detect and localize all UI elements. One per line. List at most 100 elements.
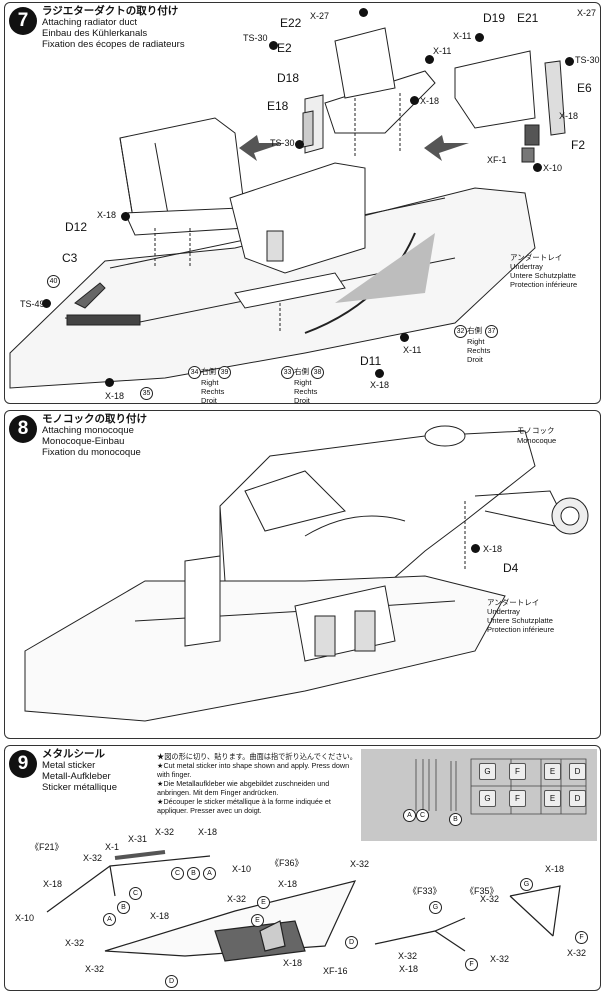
- right-jp-label: 右側: [467, 326, 482, 335]
- screw-ts30-label: TS-30: [243, 33, 268, 43]
- screw-x18-label: X-18: [370, 380, 390, 390]
- sticker-a-marker: A: [203, 867, 216, 880]
- screw-icon: [359, 8, 368, 17]
- sticker-33-label: 33: [281, 366, 294, 379]
- screw-x1-label: X-1: [105, 842, 120, 852]
- note-de: ★Die Metallaufkleber wie abgebildet zusc…: [157, 779, 330, 797]
- screw-x32-label: X-32: [65, 938, 85, 948]
- screw-icon: [565, 57, 574, 66]
- title-de: Metall-Aufkleber: [42, 771, 111, 782]
- screw-x32-label: X-32: [155, 827, 175, 837]
- screw-icon: [375, 369, 384, 378]
- radiator-duct-drawing: [9, 27, 566, 389]
- sticker-g-marker: G: [520, 878, 533, 891]
- right-jp-label: 右側: [294, 367, 309, 376]
- part-e6-label: E6: [577, 81, 592, 95]
- screw-x32-label: X-32: [480, 894, 500, 904]
- title-fr: Fixation des écopes de radiateurs: [42, 39, 185, 50]
- screw-xf1-label: XF-1: [487, 155, 507, 165]
- screw-x18-label: X-18: [399, 964, 419, 974]
- screw-icon: [533, 163, 542, 172]
- sticker-c-marker: C: [129, 887, 142, 900]
- screw-x18-label: X-18: [483, 544, 503, 554]
- screw-x18-label: X-18: [97, 210, 117, 220]
- screw-x18-label: X-18: [198, 827, 218, 837]
- sticker-d-marker: D: [165, 975, 178, 988]
- screw-x32-label: X-32: [567, 948, 587, 958]
- sticker-c-marker: C: [171, 867, 184, 880]
- step-9-panel: 9 メタルシール Metal sticker Metall-Aufkleber …: [4, 745, 601, 991]
- part-f21-label: 《F21》: [30, 842, 64, 852]
- undertray-jp-label: アンダートレイ: [510, 253, 563, 262]
- right-de-label: Rechts: [467, 346, 491, 355]
- sticker-b: B: [449, 813, 462, 826]
- right-de-label: Rechts: [294, 387, 318, 396]
- sticker-g: G: [479, 763, 496, 780]
- screw-x11-label: X-11: [433, 46, 452, 56]
- sticker-37-label: 37: [485, 325, 498, 338]
- title-jp: ラジエターダクトの取り付け: [42, 5, 179, 17]
- screw-icon: [295, 140, 304, 149]
- title-en: Attaching radiator duct: [42, 17, 138, 28]
- screw-x32-label: X-32: [227, 894, 247, 904]
- metal-sticker-sheet: G F E D G F E D A C B: [361, 749, 597, 841]
- monocoque-en-label: Monocoque: [517, 436, 557, 445]
- sticker-a: A: [403, 809, 416, 822]
- screw-icon: [121, 212, 130, 221]
- part-e18-label: E18: [267, 99, 289, 113]
- note-fr: ★Découper le sticker métallique à la for…: [157, 797, 331, 815]
- part-f36-label: 《F36》: [270, 858, 304, 868]
- sticker-e-marker: E: [251, 914, 264, 927]
- screw-icon: [475, 33, 484, 42]
- sticker-f: F: [509, 790, 526, 807]
- screw-icon: [269, 41, 278, 50]
- screw-icon: [400, 333, 409, 342]
- screw-x18-label: X-18: [150, 911, 170, 921]
- title-fr: Fixation du monocoque: [42, 447, 141, 458]
- title-en: Metal sticker: [42, 760, 96, 771]
- part-f2-label: F2: [571, 138, 586, 152]
- sticker-c: C: [416, 809, 429, 822]
- sticker-g: G: [479, 790, 496, 807]
- sticker-instructions: ★図の形に切り、貼ります。曲面は指で折り込んでください。 ★Cut metal …: [157, 752, 362, 815]
- right-fr-label: Droit: [467, 355, 483, 364]
- sticker-35-label: 35: [140, 387, 153, 400]
- title-en: Attaching monocoque: [42, 425, 134, 436]
- step-7-panel: 7 ラジエターダクトの取り付け Attaching radiator duct …: [4, 2, 601, 404]
- screw-ts30-label: TS-30: [575, 55, 600, 65]
- undertray-jp-label: アンダートレイ: [487, 598, 540, 607]
- screw-icon: [410, 96, 419, 105]
- part-e21-label: E21: [517, 11, 539, 25]
- sticker-38-label: 38: [311, 366, 324, 379]
- step-title-block: ラジエターダクトの取り付け Attaching radiator duct Ei…: [42, 5, 185, 51]
- sticker-b-marker: B: [187, 867, 200, 880]
- sticker-39-label: 39: [218, 366, 231, 379]
- part-d4-label: D4: [503, 561, 519, 575]
- screw-x27-label: X-27: [577, 8, 597, 18]
- sticker-d-marker: D: [345, 936, 358, 949]
- undertray-fr-label: Protection inférieure: [510, 280, 578, 289]
- screw-x32-label: X-32: [398, 951, 418, 961]
- screw-x11-label: X-11: [453, 31, 472, 41]
- step-number: 7: [9, 7, 37, 35]
- screw-x18-label: X-18: [545, 864, 565, 874]
- step-title-block: モノコックの取り付け Attaching monocoque Monocoque…: [42, 414, 147, 459]
- screw-x10-label: X-10: [543, 163, 563, 173]
- right-fr-label: Droit: [294, 396, 310, 404]
- screw-ts30-label: TS-30: [270, 138, 295, 148]
- sticker-e: E: [544, 790, 561, 807]
- undertray-de-label: Untere Schutzplatte: [510, 271, 576, 280]
- title-fr: Sticker métallique: [42, 782, 117, 793]
- step-title-block: メタルシール Metal sticker Metall-Aufkleber St…: [42, 748, 117, 794]
- part-c3-label: C3: [62, 251, 78, 265]
- part-d11-label: D11: [360, 354, 382, 368]
- right-jp-label: 右側: [201, 367, 216, 376]
- part-d18-label: D18: [277, 71, 300, 85]
- part-e22-label: E22: [280, 16, 302, 30]
- sticker-40-label: 40: [47, 275, 60, 288]
- title-de: Einbau des Kühlerkanals: [42, 28, 148, 39]
- title-jp: メタルシール: [42, 748, 105, 760]
- screw-x11-label: X-11: [403, 345, 422, 355]
- right-de-label: Rechts: [201, 387, 225, 396]
- screw-x10-label: X-10: [232, 864, 252, 874]
